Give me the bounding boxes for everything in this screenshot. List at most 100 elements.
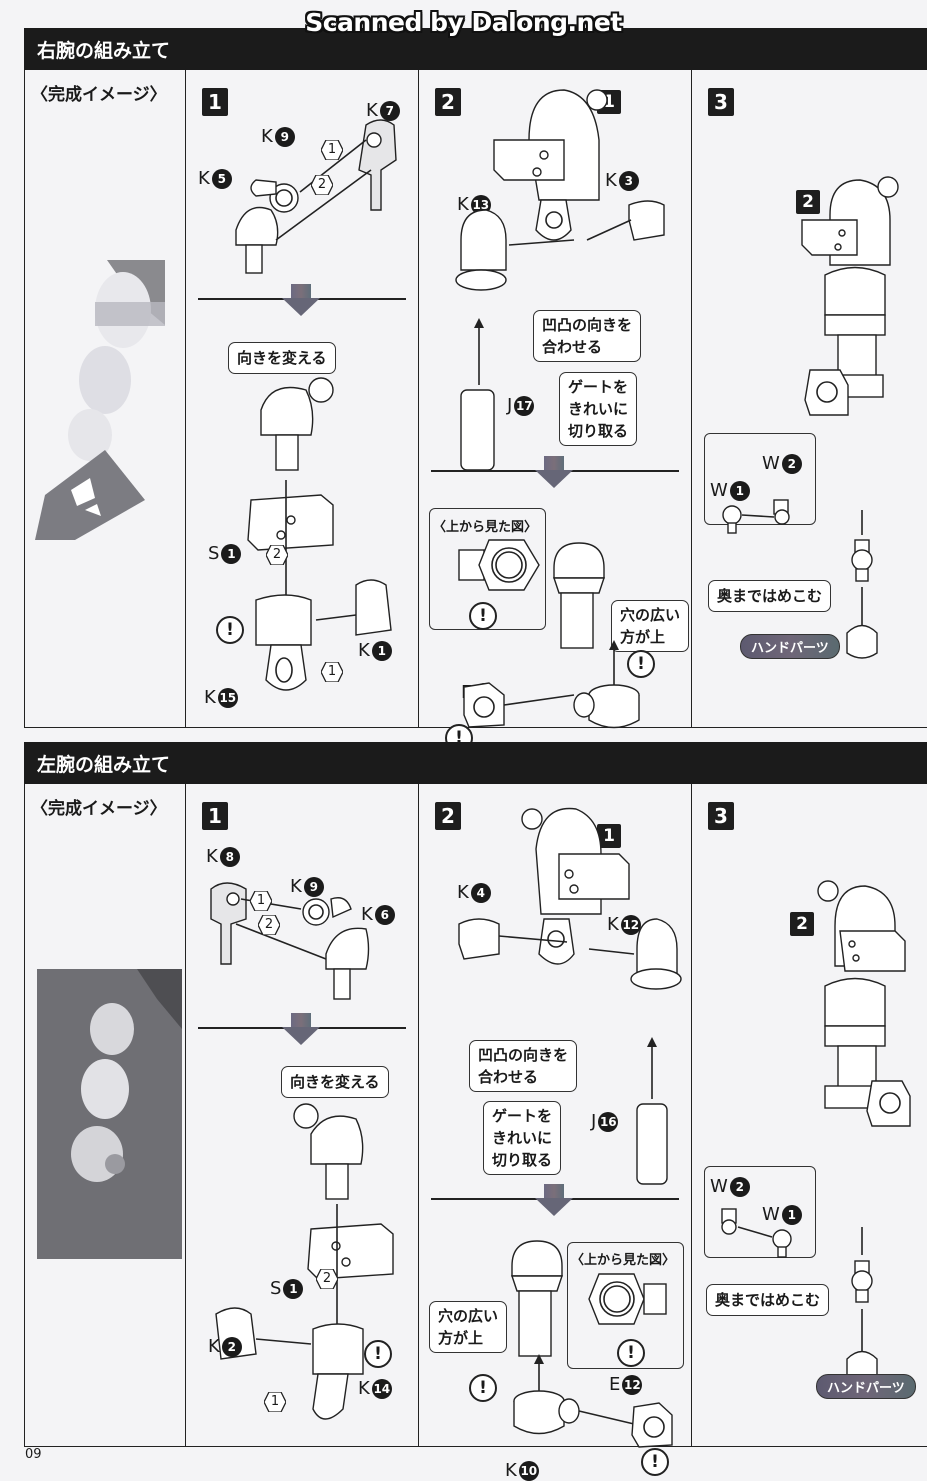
step3-full-arm-illustration — [817, 880, 911, 1127]
step-number-badge: 2 — [435, 88, 461, 116]
completed-arm-photo — [37, 969, 182, 1259]
callout-trim-gate: ゲートをきれいに切り取る — [559, 372, 638, 446]
callout-wide-hole: 穴の広い方が上 — [429, 1301, 508, 1353]
step2-upper-arm-illustration — [493, 89, 608, 241]
warning-icon: ! — [641, 1448, 669, 1476]
page-number: 09 — [25, 1447, 42, 1462]
hand-parts-badge: ハンドパーツ — [816, 1374, 916, 1399]
step2-forearm-illustration — [511, 1240, 563, 1357]
wrist-joint-illustration — [722, 499, 878, 659]
completed-image-column: 〈完成イメージ〉 — [25, 784, 186, 1446]
step2-elbow-illustration — [463, 640, 640, 729]
warning-icon: ! — [469, 602, 497, 630]
section-title: 左腕の組み立て — [24, 742, 927, 784]
order-mark-2b: 2 — [316, 1269, 338, 1289]
step2-upper-arm-illustration — [521, 807, 630, 965]
callout-wide-hole: 穴の広い方が上 — [611, 600, 690, 652]
callout-align-bumps: 凹凸の向きを合わせる — [469, 1040, 578, 1092]
order-mark-1: 1 — [321, 140, 343, 160]
section-title: 右腕の組み立て — [24, 28, 927, 70]
warning-icon: ! — [364, 1340, 392, 1368]
callout-push-in: 奥まではめこむ — [706, 1284, 830, 1316]
top-view-box — [567, 1242, 684, 1369]
step-number-badge: 3 — [708, 802, 734, 830]
order-mark-1: 1 — [250, 891, 272, 911]
warning-icon: ! — [216, 616, 244, 644]
top-view-title: 〈上から見た図〉 — [571, 1253, 676, 1268]
step1-assembly-illustration — [247, 377, 392, 691]
callout-change-direction: 向きを変える — [228, 342, 336, 374]
step1-parts-illustration — [235, 119, 397, 274]
step3-full-arm-illustration — [801, 176, 899, 416]
warning-icon: ! — [617, 1339, 645, 1367]
step2-elbow-illustration — [513, 1354, 673, 1448]
step-number-badge: 1 — [202, 802, 228, 830]
reference-step-badge: 2 — [790, 912, 814, 936]
wrist-detail-box — [704, 433, 816, 525]
step2-forearm-illustration — [553, 542, 605, 649]
completed-arm-photo — [35, 260, 165, 540]
order-mark-1b: 1 — [321, 662, 343, 682]
step1-assembly-illustration — [215, 1103, 394, 1420]
step-number-badge: 3 — [708, 88, 734, 116]
callout-change-direction: 向きを変える — [281, 1066, 389, 1098]
warning-icon: ! — [469, 1374, 497, 1402]
callout-align-bumps: 凹凸の向きを合わせる — [533, 310, 642, 362]
step2-parts-illustration — [458, 918, 682, 1185]
callout-push-in: 奥まではめこむ — [708, 580, 832, 612]
order-mark-2b: 2 — [266, 545, 288, 565]
top-view-title: 〈上から見た図〉 — [433, 520, 538, 535]
warning-icon: ! — [627, 650, 655, 678]
step1-parts-illustration — [210, 882, 370, 1000]
top-view-illustration — [458, 539, 540, 591]
completed-image-title: 〈完成イメージ〉 — [31, 85, 167, 105]
step-number-badge: 2 — [435, 802, 461, 830]
completed-image-title: 〈完成イメージ〉 — [31, 799, 167, 819]
callout-trim-gate: ゲートをきれいに切り取る — [483, 1101, 562, 1175]
reference-step-badge: 2 — [796, 190, 820, 214]
order-mark-2: 2 — [258, 915, 280, 935]
completed-image-column: 〈完成イメージ〉 — [25, 70, 186, 727]
order-mark-2: 2 — [311, 175, 333, 195]
step-number-badge: 1 — [202, 88, 228, 116]
step2-parts-illustration — [455, 200, 665, 471]
top-view-box — [429, 508, 546, 630]
order-mark-1b: 1 — [264, 1392, 286, 1412]
hand-parts-badge: ハンドパーツ — [740, 634, 840, 659]
top-view-illustration — [588, 1273, 667, 1325]
watermark: Scanned by Dalong.net — [305, 8, 622, 37]
